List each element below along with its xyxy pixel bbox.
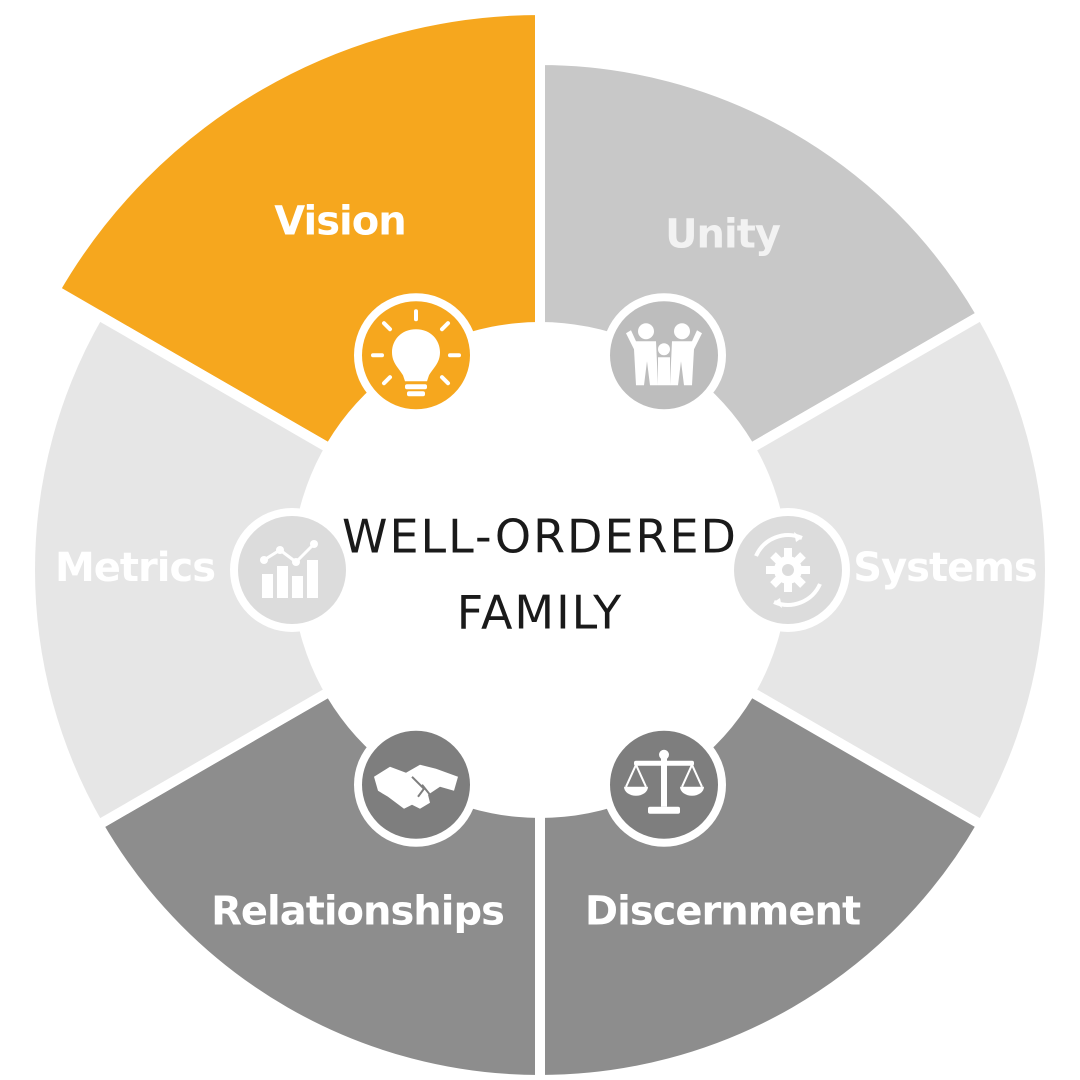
labels-layer: Vision Unity Systems Discernment Relatio… [55, 199, 1038, 935]
center-title-line1: WELL-ORDERED [342, 510, 738, 564]
center-title-line2: FAMILY [457, 586, 624, 640]
segment-label-discernment: Discernment [585, 888, 861, 934]
icons-layer [230, 293, 850, 847]
handshake-icon [354, 722, 478, 847]
segment-label-systems: Systems [853, 545, 1036, 591]
segment-label-metrics: Metrics [55, 545, 215, 591]
scales-icon [602, 722, 726, 847]
segment-label-unity: Unity [665, 212, 781, 258]
family-icon [602, 293, 726, 418]
center-hub [292, 322, 788, 818]
segment-label-vision: Vision [274, 199, 405, 245]
gear-cycle-icon [726, 508, 850, 632]
chart-icon [230, 508, 354, 632]
segment-label-relationships: Relationships [211, 888, 504, 934]
lightbulb-icon [354, 293, 478, 418]
